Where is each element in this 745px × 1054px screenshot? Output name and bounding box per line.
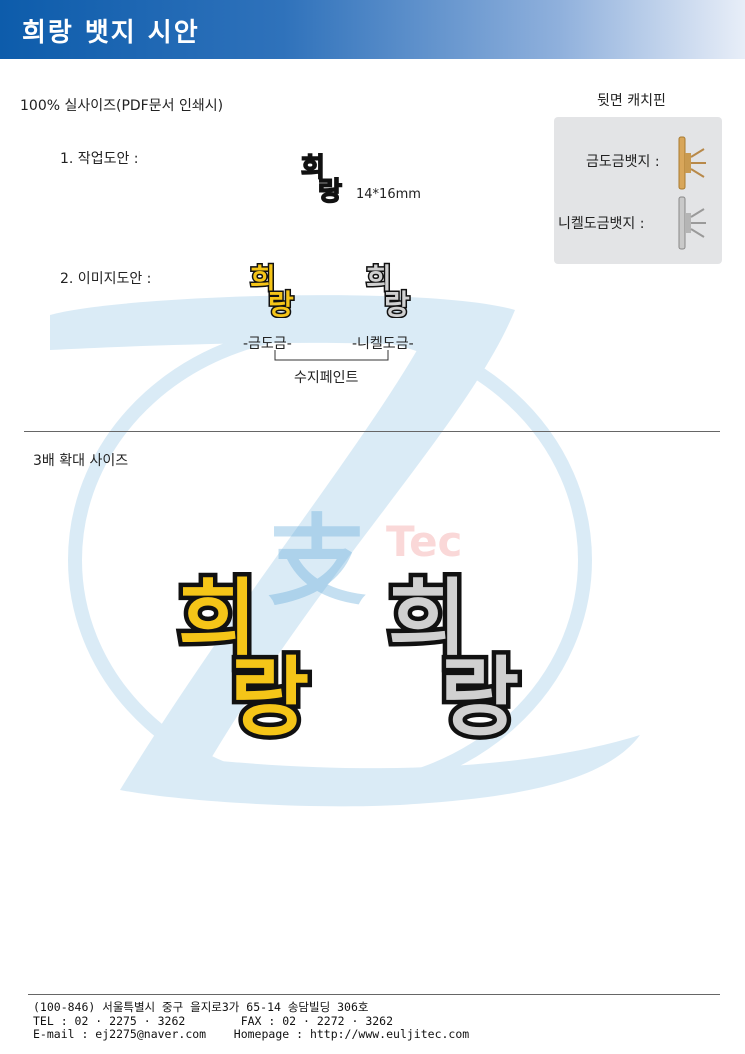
work-design-label: 1. 작업도안 :	[60, 151, 139, 167]
watermark-char: 支	[268, 505, 366, 619]
back-pin-title: 뒷면 캐치핀	[597, 93, 666, 109]
badge-char-2: 랑	[268, 288, 294, 318]
size-note: 14*16mm	[356, 187, 421, 202]
resin-bracket	[274, 350, 389, 361]
gold-caption: -금도금-	[243, 336, 292, 352]
badge-char-2: 랑	[384, 288, 410, 318]
work-design-badge: 희 랑	[300, 152, 343, 206]
footer-contact: E-mail : ej2275@naver.com Homepage : htt…	[33, 1027, 470, 1041]
gold-pin-label: 금도금뱃지 :	[586, 154, 660, 170]
enlarged-label: 3배 확대 사이즈	[33, 453, 129, 469]
nickel-catch-pin-icon	[678, 196, 706, 250]
footer-phone: TEL : 02 · 2275 · 3262 FAX : 02 · 2272 ·…	[33, 1014, 394, 1028]
watermark-text: Tec	[386, 517, 462, 566]
header-bar: 희랑 뱃지 시안	[0, 0, 745, 59]
badge-char-1: 희	[366, 262, 392, 295]
badge-char-1: 희	[388, 570, 467, 670]
gold-badge-small: 희 랑	[249, 261, 296, 319]
section-divider	[24, 431, 720, 432]
nickel-caption: -니켈도금-	[352, 336, 414, 352]
actual-size-label: 100% 실사이즈(PDF문서 인쇄시)	[20, 98, 224, 114]
page-title: 희랑 뱃지 시안	[22, 18, 200, 48]
gold-catch-pin-icon	[678, 136, 706, 190]
gold-badge-large: 희 랑	[174, 566, 314, 741]
badge-char-2: 랑	[230, 648, 309, 740]
badge-char-1: 희	[178, 570, 257, 670]
footer-address: (100-846) 서울특별시 중구 을지로3가 65-14 송담빌딩 306호	[33, 1000, 369, 1014]
badge-char-1: 희	[250, 262, 276, 295]
footer-divider	[28, 994, 720, 995]
badge-char-1: 희	[301, 153, 325, 183]
badge-char-2: 랑	[318, 177, 342, 206]
nickel-badge-small: 희 랑	[365, 261, 412, 319]
back-pin-panel: 금도금뱃지 : 니켈도금뱃지 :	[554, 117, 722, 264]
nickel-badge-large: 희 랑	[384, 566, 524, 741]
image-design-label: 2. 이미지도안 :	[60, 271, 152, 287]
resin-caption: 수지페인트	[294, 370, 359, 386]
nickel-pin-label: 니켈도금뱃지 :	[558, 216, 645, 232]
badge-char-2: 랑	[440, 648, 519, 740]
